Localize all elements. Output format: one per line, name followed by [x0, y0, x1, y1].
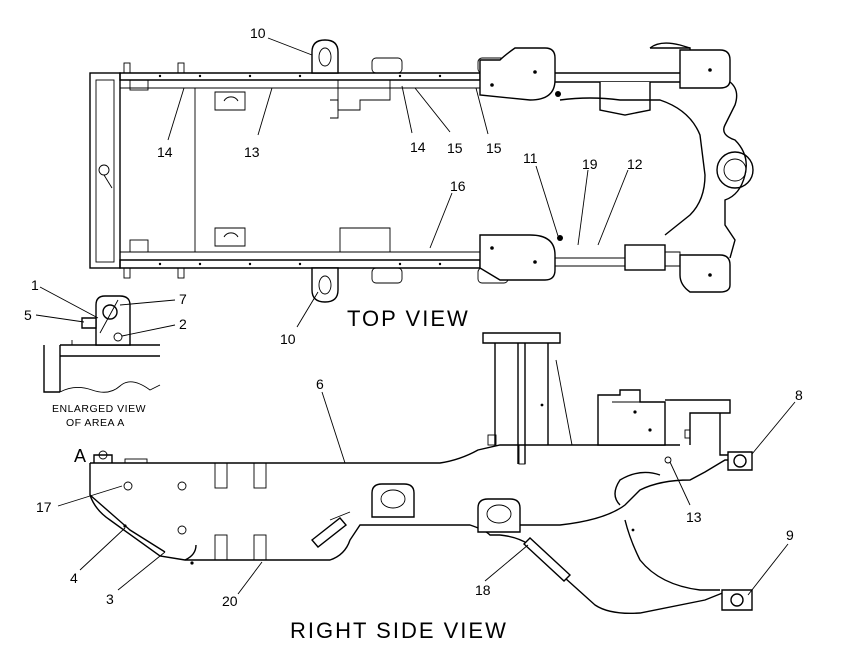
area-a-marker: A	[74, 446, 88, 466]
callout-14-left: 14	[157, 144, 173, 160]
callout-10-top: 10	[250, 25, 266, 41]
callout-20: 20	[222, 593, 238, 609]
callout-1: 1	[31, 277, 39, 293]
enlarged-view-a	[43, 295, 161, 393]
callout-13-side: 13	[686, 509, 702, 525]
callout-15-right: 15	[486, 140, 502, 156]
callout-17: 17	[36, 499, 52, 515]
callout-7: 7	[179, 291, 187, 307]
callout-8: 8	[795, 387, 803, 403]
top-view-frame	[89, 39, 754, 303]
enlarged-view-leaders	[35, 286, 176, 337]
callout-2: 2	[179, 316, 187, 332]
callout-18: 18	[475, 582, 491, 598]
side-view-leaders	[57, 391, 796, 596]
top-view-leaders	[167, 37, 629, 328]
callout-5: 5	[24, 307, 32, 323]
side-view-frame	[89, 332, 753, 615]
side-view-callouts: 6 8 17 4 3 20 13 18 9	[36, 376, 803, 609]
callout-19: 19	[582, 156, 598, 172]
callout-16: 16	[450, 178, 466, 194]
callout-12: 12	[627, 156, 643, 172]
callout-13-top: 13	[244, 144, 260, 160]
rail-rivets	[158, 74, 442, 266]
enlarged-caption-line1: ENLARGED VIEW	[52, 403, 146, 415]
callout-14-mid: 14	[410, 139, 426, 155]
callout-11: 11	[523, 150, 538, 166]
callout-3: 3	[106, 591, 114, 607]
enlarged-caption-line2: OF AREA A	[66, 417, 125, 429]
side-view-title: RIGHT SIDE VIEW	[290, 618, 508, 643]
top-view-callouts: 10 14 13 14 15 15 11 19 12 16 10	[157, 25, 643, 347]
top-view-title: TOP VIEW	[347, 306, 470, 331]
callout-6: 6	[316, 376, 324, 392]
callout-15-left: 15	[447, 140, 463, 156]
callout-10-bottom: 10	[280, 331, 296, 347]
callout-4: 4	[70, 570, 78, 586]
callout-9: 9	[786, 527, 794, 543]
